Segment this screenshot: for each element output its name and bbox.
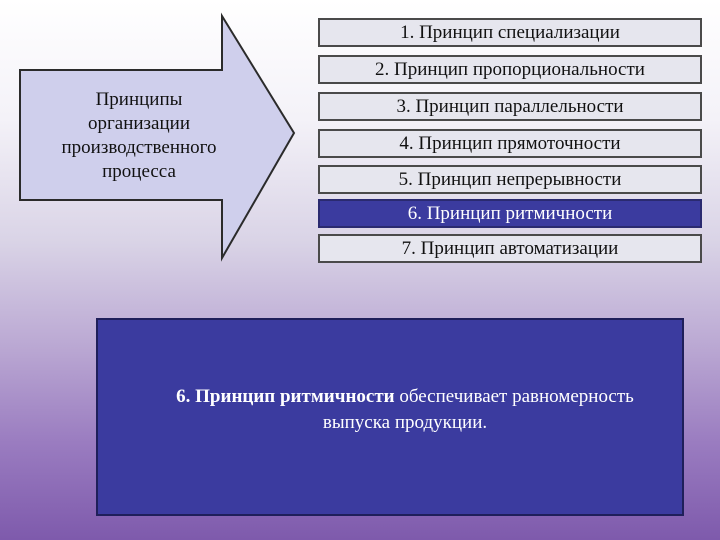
principle-item-6[interactable]: 6. Принцип ритмичности [318, 199, 702, 228]
arrow-label-line-1: Принципы [95, 89, 183, 110]
description-bold: 6. Принцип ритмичности [176, 386, 395, 407]
description-rest: обеспечивает равномерность выпуска проду… [322, 386, 634, 433]
description-panel [96, 318, 684, 516]
arrow-label: Принципы организации производственного п… [30, 88, 248, 184]
principle-item-1[interactable]: 1. Принцип специализации [318, 18, 702, 47]
arrow-label-line-3: производственного [61, 137, 217, 158]
principle-item-2[interactable]: 2. Принцип пропорциональности [318, 55, 702, 84]
principle-item-5[interactable]: 5. Принцип непрерывности [318, 165, 702, 194]
principle-item-3[interactable]: 3. Принцип параллельности [318, 92, 702, 121]
arrow-label-line-4: процесса [102, 161, 176, 182]
arrow-label-line-2: организации [87, 113, 190, 134]
description-text: 6. Принцип ритмичности обеспечивает равн… [170, 384, 640, 436]
principle-item-7[interactable]: 7. Принцип автоматизации [318, 234, 702, 263]
principle-item-4[interactable]: 4. Принцип прямоточности [318, 129, 702, 158]
arrow-polygon [19, 12, 296, 262]
